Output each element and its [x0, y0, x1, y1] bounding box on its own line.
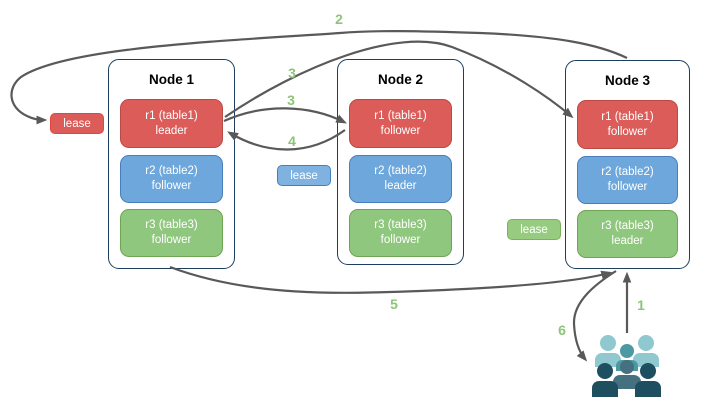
- replica-label: r2 (table2): [601, 166, 654, 179]
- node-2-title: Node 2: [377, 72, 423, 87]
- node-1-title: Node 1: [148, 72, 194, 87]
- lease-badge-r2: lease: [277, 165, 331, 186]
- replica-label: r1 (table1): [601, 110, 654, 123]
- users-icon: [592, 335, 661, 397]
- replica-role: follower: [151, 234, 192, 246]
- replica-label: r3 (table3): [374, 219, 427, 232]
- replica-role: leader: [611, 235, 644, 247]
- step-label-3b: 3: [287, 92, 295, 108]
- replica-label: r2 (table2): [374, 165, 427, 178]
- node-3-title: Node 3: [604, 73, 650, 88]
- step-label-4: 4: [288, 133, 296, 149]
- step-label-1: 1: [637, 297, 645, 313]
- replica-role: follower: [607, 181, 648, 193]
- lease-badge-r1: lease: [50, 113, 104, 134]
- replica-role: leader: [384, 180, 417, 192]
- arrow-step2-node3-to-lease: [10, 30, 628, 125]
- node-3-replica-r1: r1 (table1) follower: [577, 100, 678, 149]
- node-2-replica-r3: r3 (table3) follower: [349, 209, 452, 257]
- replica-label: r1 (table1): [374, 109, 427, 122]
- replica-label: r1 (table1): [145, 109, 198, 122]
- node-1: Node 1 r1 (table1) leader r2 (table2) fo…: [108, 59, 235, 269]
- replica-label: r2 (table2): [145, 165, 198, 178]
- step-label-5: 5: [390, 296, 398, 312]
- node-1-replica-r1: r1 (table1) leader: [120, 99, 223, 148]
- step-label-6: 6: [558, 322, 566, 338]
- step-label-3a: 3: [288, 65, 296, 81]
- node-3-replica-r3: r3 (table3) leader: [577, 210, 678, 258]
- step-label-2: 2: [335, 11, 343, 27]
- lease-badge-r3: lease: [507, 219, 561, 240]
- replica-role: follower: [607, 125, 648, 138]
- arrow-step5-node1-to-node3: [169, 265, 613, 294]
- replica-role: follower: [380, 234, 421, 246]
- replica-label: r3 (table3): [145, 219, 198, 232]
- node-3: Node 3 r1 (table1) follower r2 (table2) …: [565, 60, 690, 269]
- node-3-replica-r2: r2 (table2) follower: [577, 156, 678, 204]
- node-2-replica-r2: r2 (table2) leader: [349, 155, 452, 203]
- replica-role: follower: [380, 124, 421, 137]
- node-2-replica-r1: r1 (table1) follower: [349, 99, 452, 148]
- replica-label: r3 (table3): [601, 220, 654, 233]
- arrow-step6-node3-to-users: [572, 270, 617, 362]
- arrow-step3-node1-to-node2: [223, 107, 347, 124]
- node-2: Node 2 r1 (table1) follower r2 (table2) …: [337, 59, 464, 265]
- replica-role: follower: [151, 180, 192, 192]
- node-1-replica-r3: r3 (table3) follower: [120, 209, 223, 257]
- node-1-replica-r2: r2 (table2) follower: [120, 155, 223, 203]
- replica-role: leader: [155, 124, 188, 137]
